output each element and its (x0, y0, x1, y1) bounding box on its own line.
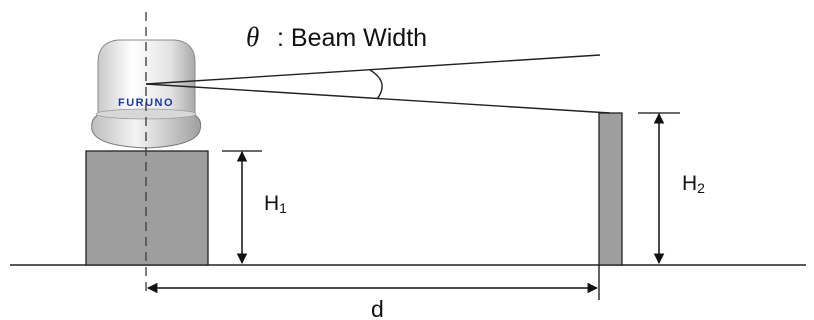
beam-width-label: : Beam Width (277, 24, 427, 52)
brand-logo: FURUNO (118, 97, 174, 109)
h1-label: H1 (264, 192, 287, 216)
theta-symbol: θ (246, 22, 259, 52)
beam-angle-arc (369, 69, 383, 100)
beam-upper-line (145, 54, 601, 85)
distance-label: d (371, 296, 384, 320)
antenna-pedestal (85, 150, 209, 266)
h2-label: H2 (682, 172, 705, 196)
obstacle-post (598, 112, 623, 266)
